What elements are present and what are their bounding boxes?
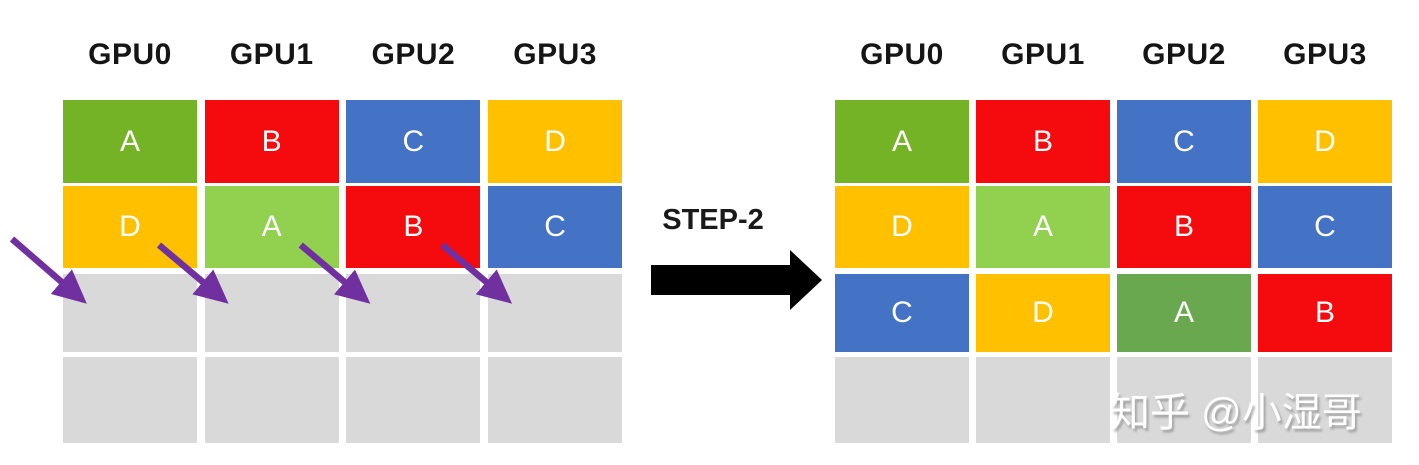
gpu-slot-right-row2-col1-d: D bbox=[835, 186, 969, 268]
gpu-slot-left-row4-col3-empty bbox=[346, 357, 481, 443]
gpu-slot-right-row3-col4-b: B bbox=[1258, 274, 1392, 352]
gpu-slot-right-row3-col1-c: C bbox=[835, 274, 969, 352]
gpu-slot-right-row1-col2-b: B bbox=[976, 100, 1110, 183]
gpu-header-right-gpu2: GPU2 bbox=[1142, 38, 1226, 71]
gpu-slot-left-row3-col4-empty bbox=[488, 274, 623, 352]
gpu-slot-left-row4-col4-empty bbox=[488, 357, 623, 443]
gpu-slot-right-row2-col2-a: A bbox=[976, 186, 1110, 268]
gpu-header-left-gpu2: GPU2 bbox=[371, 38, 456, 71]
gpu-slot-left-row3-col1-empty bbox=[63, 274, 197, 352]
gpu-slot-left-row2-col3-b: B bbox=[346, 186, 481, 268]
step-label: STEP-2 bbox=[662, 204, 764, 236]
gpu-slot-right-row1-col4-d: D bbox=[1258, 100, 1392, 183]
gpu-slot-right-row4-col3-empty bbox=[1117, 357, 1251, 443]
gpu-slot-left-row2-col1-d: D bbox=[63, 186, 197, 268]
gpu-slot-right-row1-col3-c: C bbox=[1117, 100, 1251, 183]
gpu-header-left-gpu1: GPU1 bbox=[229, 38, 314, 71]
gpu-slot-right-row2-col4-c: C bbox=[1258, 186, 1392, 268]
gpu-header-right-gpu0: GPU0 bbox=[860, 38, 944, 71]
gpu-slot-left-row3-col2-empty bbox=[204, 274, 339, 352]
gpu-slot-left-row1-col2-b: B bbox=[204, 100, 339, 183]
gpu-slot-right-row1-col1-a: A bbox=[835, 100, 969, 183]
gpu-slot-left-row4-col2-empty bbox=[204, 357, 339, 443]
gpu-header-right-gpu1: GPU1 bbox=[1001, 38, 1085, 71]
gpu-slot-left-row3-col3-empty bbox=[346, 274, 481, 352]
gpu-slot-left-row4-col1-empty bbox=[63, 357, 197, 443]
gpu-slot-left-row1-col4-d: D bbox=[488, 100, 623, 183]
gpu-slot-right-row4-col1-empty bbox=[835, 357, 969, 443]
gpu-slot-left-row1-col1-a: A bbox=[63, 100, 197, 183]
gpu-slot-right-row4-col4-empty bbox=[1258, 357, 1392, 443]
gpu-header-left-gpu0: GPU0 bbox=[88, 38, 172, 71]
watermark-text: 知乎 @小湿哥 bbox=[1110, 391, 1362, 435]
gpu-slot-right-row3-col3-a: A bbox=[1117, 274, 1251, 352]
gpu-header-left-gpu3: GPU3 bbox=[513, 38, 597, 71]
gpu-slot-right-row3-col2-d: D bbox=[976, 274, 1110, 352]
gpu-slot-left-row1-col3-c: C bbox=[346, 100, 481, 183]
gpu-slot-left-row2-col2-a: A bbox=[204, 186, 339, 268]
gpu-slot-right-row4-col2-empty bbox=[976, 357, 1110, 443]
gpu-slot-right-row2-col3-b: B bbox=[1117, 186, 1251, 268]
gpu-header-right-gpu3: GPU3 bbox=[1283, 38, 1367, 71]
gpu-slot-left-row2-col4-c: C bbox=[488, 186, 623, 268]
